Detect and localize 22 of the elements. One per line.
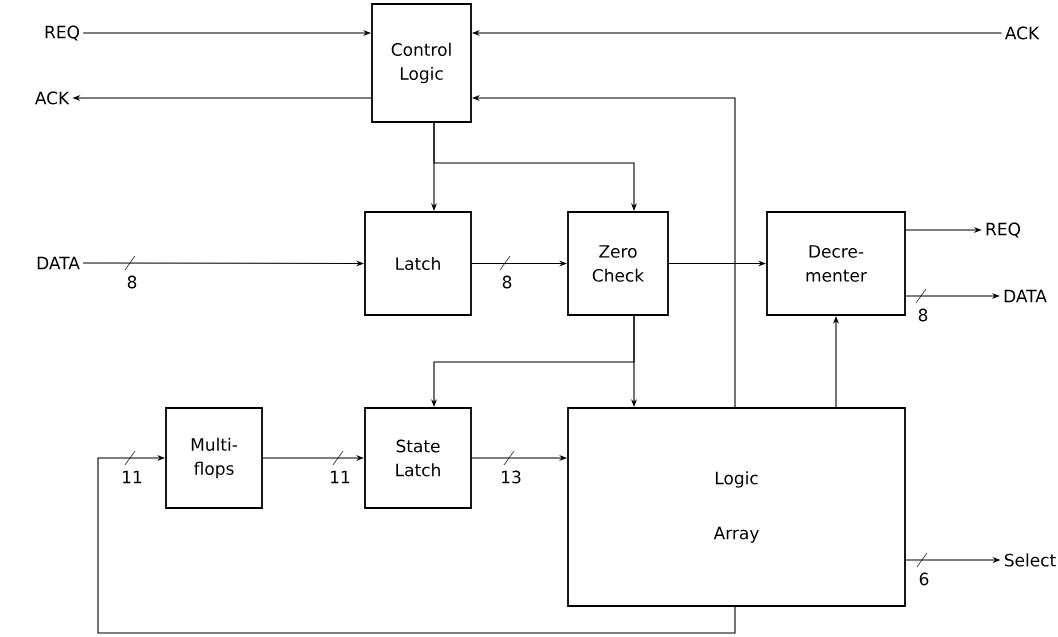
block-box: Latch (364, 211, 472, 316)
bus-width-label: 8 (916, 307, 930, 323)
signal-label: ACK (1004, 26, 1040, 40)
bus-width-label: 11 (120, 469, 144, 485)
block-box: Multi- flops (165, 407, 263, 509)
signal-label: REQ (45, 25, 79, 41)
signal-label: DATA (37, 256, 80, 270)
bus-width-label: 8 (125, 274, 139, 290)
signal-label: DATA (1004, 289, 1047, 303)
arrow (97, 450, 736, 634)
block-box: State Latch (364, 407, 472, 509)
block-box: Logic Array (567, 407, 906, 607)
signal-label: REQ (986, 222, 1020, 238)
block-box: Zero Check (567, 211, 669, 316)
bus-width-label: 13 (499, 469, 523, 485)
bus-width-label: 11 (328, 469, 352, 485)
signal-label: ACK (34, 91, 70, 105)
block-box: Decre- menter (766, 211, 906, 316)
bus-width-label: 6 (917, 571, 931, 587)
block-box: Control Logic (371, 3, 472, 123)
signal-label: Select (1004, 553, 1056, 567)
bus-width-label: 8 (500, 274, 514, 290)
